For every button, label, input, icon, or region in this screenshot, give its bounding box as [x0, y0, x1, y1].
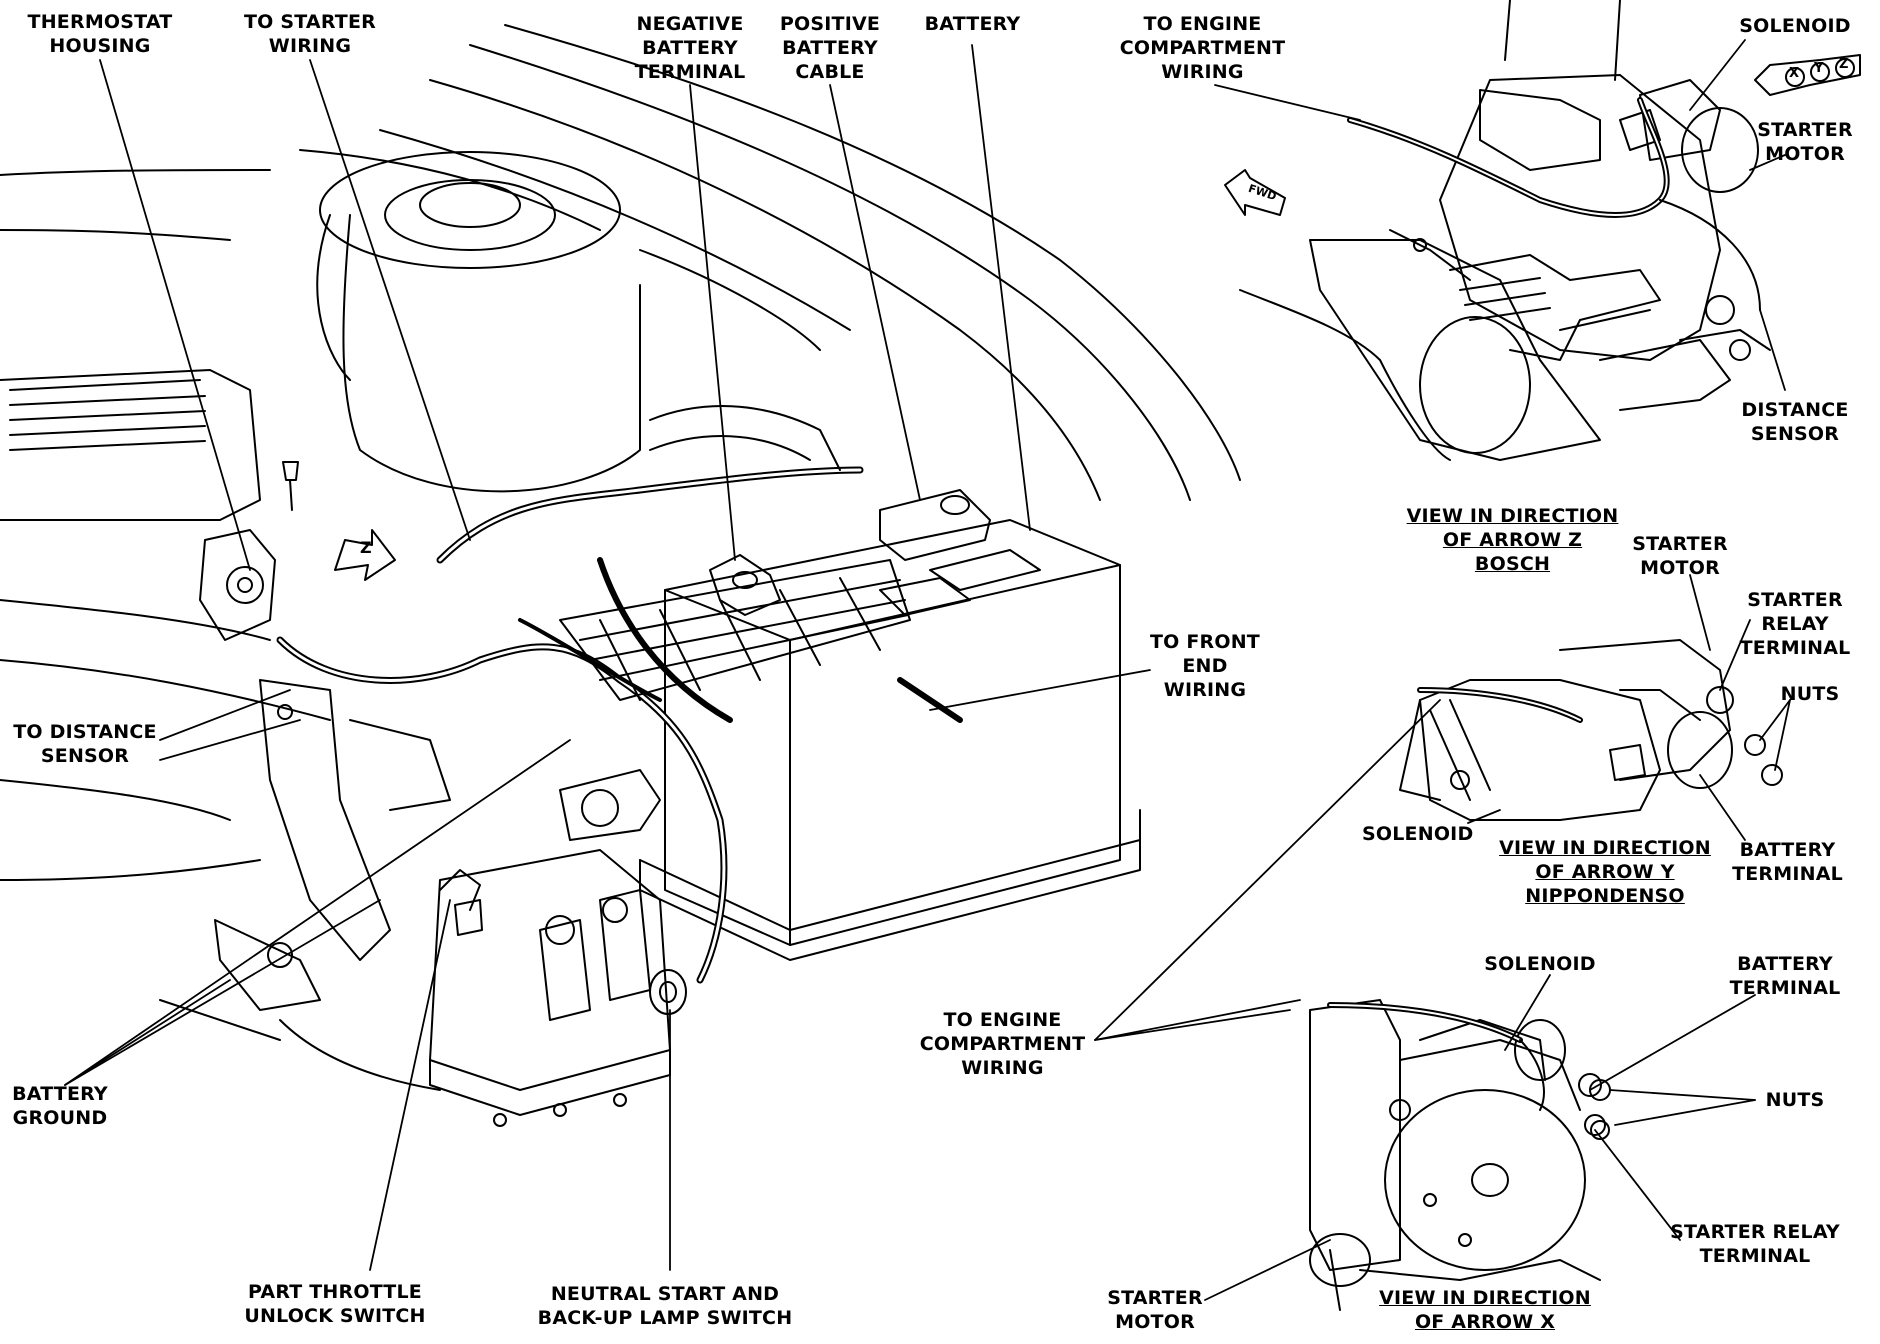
arrow-z-tag: Z: [360, 538, 372, 557]
fwd-arrow-icon: [1224, 169, 1286, 216]
arrow-z-icon: [334, 529, 396, 581]
arrow-x-tag: X: [1789, 66, 1800, 81]
nuts-mid-label: NUTS: [1780, 683, 1840, 705]
arrow-y-tag: Y: [1814, 61, 1824, 76]
leader-lines: [64, 39, 1791, 1301]
solenoid-bottom-label: SOLENOID: [1484, 953, 1596, 975]
arrow-xyz-tag-icon: [1754, 54, 1861, 96]
nuts-bottom-label: NUTS: [1765, 1089, 1825, 1111]
starter-x-inset: [1309, 999, 1611, 1311]
battery-label: BATTERY: [924, 13, 1021, 35]
nippondenso-starter-inset: [1399, 639, 1783, 821]
solenoid-mid-label: SOLENOID: [1362, 823, 1474, 845]
solenoid-top-label: SOLENOID: [1739, 15, 1851, 37]
bosch-starter-inset: [1239, 0, 1771, 461]
engine-bay-illustration: [0, 24, 1241, 1127]
arrow-z-small-tag: Z: [1839, 57, 1849, 72]
